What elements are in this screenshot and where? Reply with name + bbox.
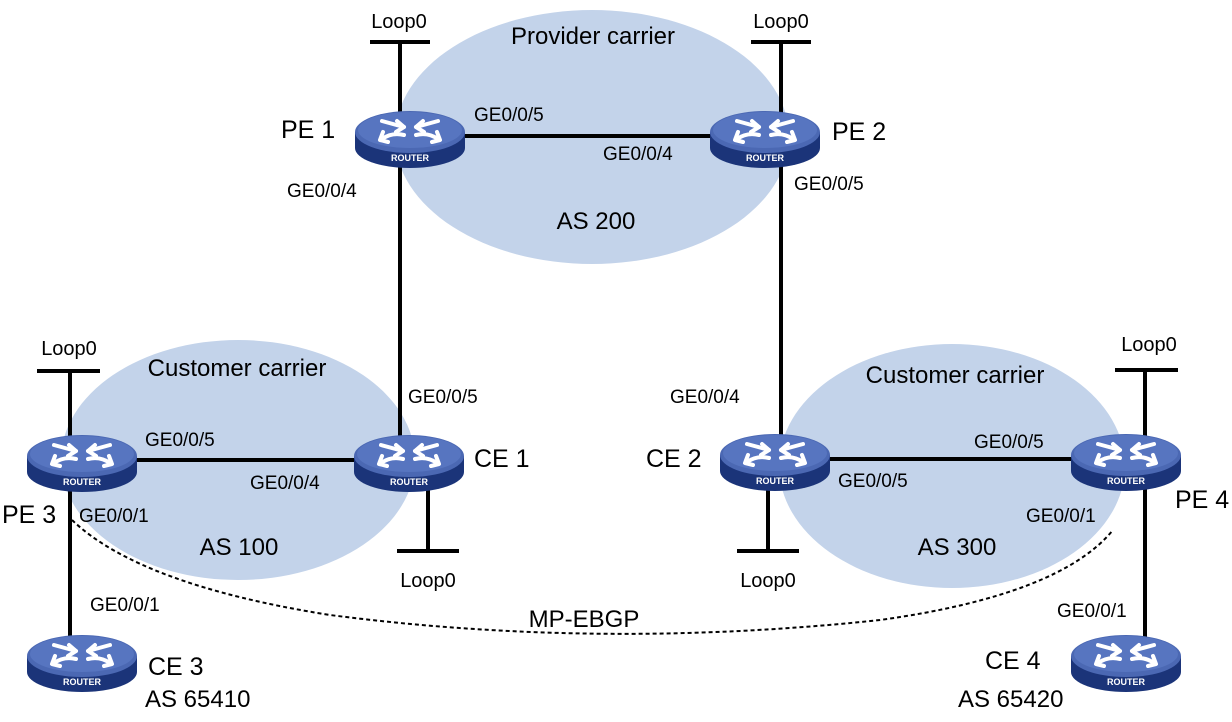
router-ce3-as: AS 65410 (145, 686, 250, 713)
router-ce1[interactable]: ROUTER (352, 433, 466, 494)
router-ce3[interactable]: ROUTER (25, 633, 139, 694)
iface-pe4-to-ce2: GE0/0/5 (974, 432, 1044, 453)
iface-pe4-to-ce4: GE0/0/1 (1026, 506, 1096, 527)
provider-carrier-title: Provider carrier (511, 23, 675, 50)
router-pe2-badge: ROUTER (746, 153, 785, 163)
mp-ebgp-session-line (71, 519, 1114, 635)
router-ce4-name: CE 4 (985, 647, 1041, 675)
iface-ce4-to-pe4: GE0/0/1 (1057, 601, 1127, 622)
router-ce2-badge: ROUTER (756, 476, 795, 486)
loopback-pe3-label: Loop0 (41, 338, 97, 360)
router-pe4-badge: ROUTER (1107, 476, 1146, 486)
loopbacks (37, 40, 1178, 553)
router-pe1[interactable]: ROUTER (353, 109, 467, 170)
iface-ce3-to-pe3: GE0/0/1 (90, 595, 160, 616)
iface-ce1-to-pe3: GE0/0/4 (250, 473, 320, 494)
router-ce1-badge: ROUTER (390, 477, 429, 487)
router-pe3[interactable]: ROUTER (25, 433, 139, 494)
iface-pe1-to-ce1: GE0/0/4 (287, 181, 357, 202)
router-pe1-name: PE 1 (281, 116, 335, 144)
iface-pe2-to-ce2: GE0/0/5 (794, 174, 864, 195)
router-pe2[interactable]: ROUTER (708, 109, 822, 170)
loopback-pe2-label: Loop0 (753, 11, 809, 33)
iface-pe3-to-ce3: GE0/0/1 (79, 506, 149, 527)
customer-right-as-label: AS 300 (918, 534, 997, 561)
router-ce1-name: CE 1 (474, 445, 530, 473)
router-pe1-badge: ROUTER (391, 153, 430, 163)
router-ce4[interactable]: ROUTER (1069, 633, 1183, 694)
iface-pe1-to-pe2: GE0/0/5 (474, 105, 544, 126)
iface-ce2-to-pe4: GE0/0/5 (838, 471, 908, 492)
router-ce3-name: CE 3 (148, 653, 204, 681)
router-pe4[interactable]: ROUTER (1069, 432, 1183, 493)
customer-carrier-right-cloud (779, 344, 1125, 588)
router-ce2[interactable]: ROUTER (718, 432, 832, 493)
router-pe3-badge: ROUTER (63, 477, 102, 487)
customer-carrier-left-title: Customer carrier (148, 355, 327, 382)
router-pe4-name: PE 4 (1175, 486, 1229, 514)
loopback-ce1-label: Loop0 (400, 570, 456, 592)
customer-carrier-right-title: Customer carrier (866, 362, 1045, 389)
provider-as-label: AS 200 (557, 208, 636, 235)
router-pe2-name: PE 2 (832, 118, 886, 146)
iface-ce1-to-pe1: GE0/0/5 (408, 387, 478, 408)
loopback-pe1-label: Loop0 (371, 11, 427, 33)
mp-ebgp-label: MP-EBGP (529, 606, 640, 633)
router-ce4-as: AS 65420 (958, 686, 1063, 713)
iface-pe2-to-pe1: GE0/0/4 (603, 144, 673, 165)
loopback-ce2-label: Loop0 (740, 570, 796, 592)
router-ce3-badge: ROUTER (63, 677, 102, 687)
as-clouds (61, 10, 1125, 588)
router-ce4-badge: ROUTER (1107, 677, 1146, 687)
iface-ce2-to-pe2: GE0/0/4 (670, 387, 740, 408)
iface-pe3-to-ce1: GE0/0/5 (145, 430, 215, 451)
loopback-pe4-label: Loop0 (1121, 334, 1177, 356)
router-pe3-name: PE 3 (2, 501, 56, 529)
router-ce2-name: CE 2 (646, 445, 702, 473)
customer-left-as-label: AS 100 (200, 534, 279, 561)
